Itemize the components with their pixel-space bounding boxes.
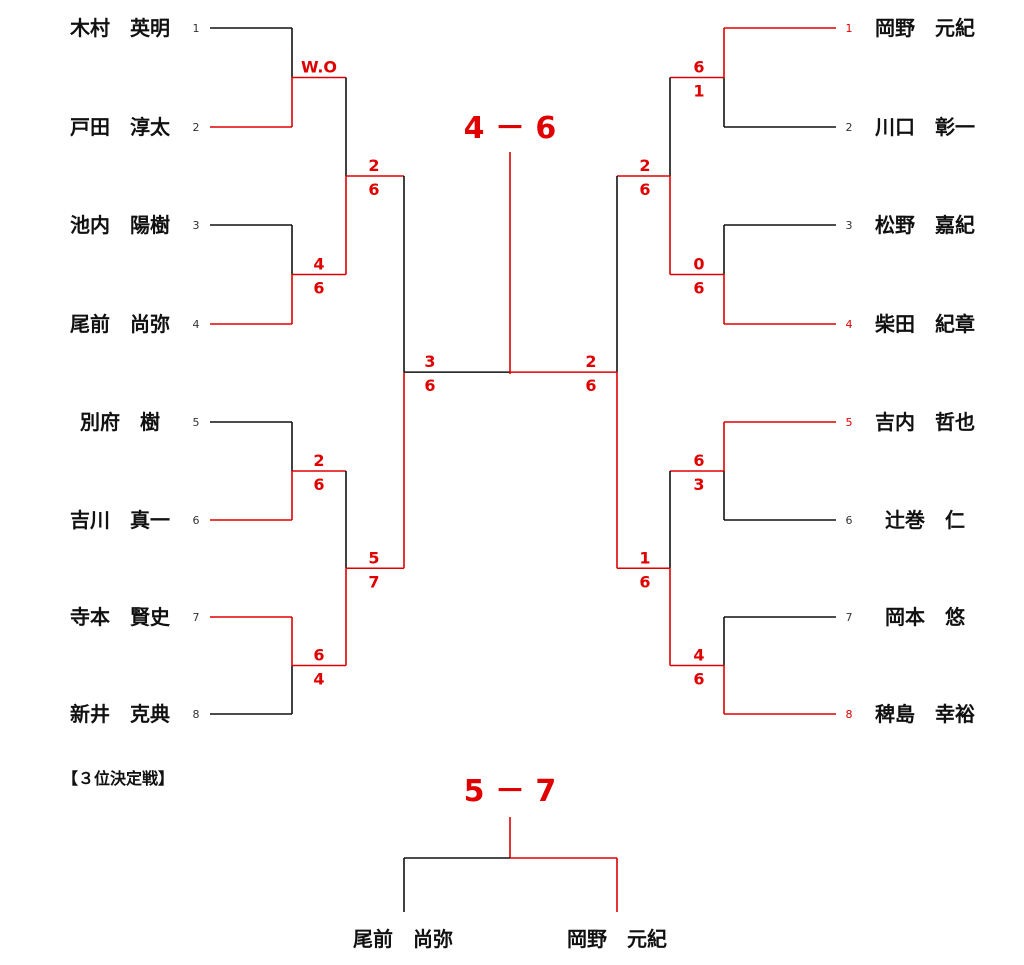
player-name-left-6: 吉川 真一 xyxy=(70,508,170,532)
right-r1-match-4-score-top: 4 xyxy=(693,646,704,665)
seed-right-4: 4 xyxy=(846,318,853,331)
player-name-right-6: 辻巻 仁 xyxy=(885,508,965,532)
seed-left-3: 3 xyxy=(193,219,200,232)
player-name-left-4: 尾前 尚弥 xyxy=(70,312,170,336)
left-r1-match-2-score-bottom: 6 xyxy=(313,279,324,298)
bracket-labels: 木村 英明 1 戸田 淳太 2 池内 陽樹 3 尾前 尚弥 4 別府 樹 5 吉川 真一 6 寺本 賢史… xyxy=(69,16,975,726)
right-r1-match-2-score-bottom: 6 xyxy=(693,279,704,298)
right-r3-match-1-score-bottom: 6 xyxy=(585,376,596,395)
left-r1-match-3-score-top: 2 xyxy=(313,451,324,470)
third-place-title: 【３位決定戦】 xyxy=(62,769,174,788)
right-r1-match-1-score-top: 6 xyxy=(693,58,704,77)
right-r1-match-4-score-bottom: 6 xyxy=(693,670,704,689)
final-score: 4 － 6 xyxy=(464,111,557,146)
seed-right-3: 3 xyxy=(846,219,853,232)
left-r1-match-4-score-top: 6 xyxy=(313,646,324,665)
seed-right-8: 8 xyxy=(846,708,853,721)
third-place-score: 5 － 7 xyxy=(464,774,557,809)
right-r2-match-2-score-bottom: 6 xyxy=(639,572,650,591)
seed-right-5: 5 xyxy=(846,416,853,429)
left-r3-match-1-score-top: 3 xyxy=(424,352,435,371)
right-r1-match-1-score-bottom: 1 xyxy=(693,82,704,101)
left-r2-match-1-score-top: 2 xyxy=(368,156,379,175)
right-r2-match-1-score-bottom: 6 xyxy=(639,180,650,199)
player-name-left-7: 寺本 賢史 xyxy=(70,605,171,629)
seed-right-2: 2 xyxy=(846,121,853,134)
right-r1-match-2-score-top: 0 xyxy=(693,255,704,274)
player-name-right-2: 川口 彰一 xyxy=(874,115,975,139)
right-r2-match-1-score-top: 2 xyxy=(639,156,650,175)
seed-left-7: 7 xyxy=(193,611,200,624)
seed-right-6: 6 xyxy=(846,514,853,527)
player-name-left-2: 戸田 淳太 xyxy=(70,115,171,139)
seed-right-7: 7 xyxy=(846,611,853,624)
player-name-right-5: 吉内 哲也 xyxy=(875,410,975,434)
player-name-right-7: 岡本 悠 xyxy=(885,605,966,629)
right-r1-match-3-score-bottom: 3 xyxy=(693,475,704,494)
player-name-right-4: 柴田 紀章 xyxy=(874,312,975,336)
bracket-lines xyxy=(210,27,836,912)
left-r2-match-2-score-top: 5 xyxy=(368,548,379,567)
left-r1-match-1-score-top: W.O xyxy=(301,58,337,77)
player-name-right-1: 岡野 元紀 xyxy=(875,16,975,40)
player-name-left-5: 別府 樹 xyxy=(80,410,160,434)
seed-left-1: 1 xyxy=(193,22,200,35)
third-place-left-name: 尾前 尚弥 xyxy=(353,927,453,951)
player-name-left-3: 池内 陽樹 xyxy=(70,213,170,237)
left-r3-match-1-score-bottom: 6 xyxy=(424,376,435,395)
player-name-right-8: 稗島 幸裕 xyxy=(875,702,975,726)
right-r2-match-2-score-top: 1 xyxy=(639,548,650,567)
left-r1-match-2-score-top: 4 xyxy=(313,255,324,274)
seed-left-5: 5 xyxy=(193,416,200,429)
seed-right-1: 1 xyxy=(846,22,853,35)
seed-left-8: 8 xyxy=(193,708,200,721)
right-r1-match-3-score-top: 6 xyxy=(693,451,704,470)
third-place-right-name: 岡野 元紀 xyxy=(567,927,667,951)
left-r2-match-2-score-bottom: 7 xyxy=(368,572,379,591)
left-r1-match-4-score-bottom: 4 xyxy=(313,670,324,689)
right-r3-match-1-score-top: 2 xyxy=(585,352,596,371)
player-name-right-3: 松野 嘉紀 xyxy=(875,213,975,237)
seed-left-2: 2 xyxy=(193,121,200,134)
player-name-left-1: 木村 英明 xyxy=(69,16,170,40)
left-r2-match-1-score-bottom: 6 xyxy=(368,180,379,199)
left-r1-match-3-score-bottom: 6 xyxy=(313,475,324,494)
seed-left-4: 4 xyxy=(193,318,200,331)
player-name-left-8: 新井 克典 xyxy=(70,702,170,726)
seed-left-6: 6 xyxy=(193,514,200,527)
